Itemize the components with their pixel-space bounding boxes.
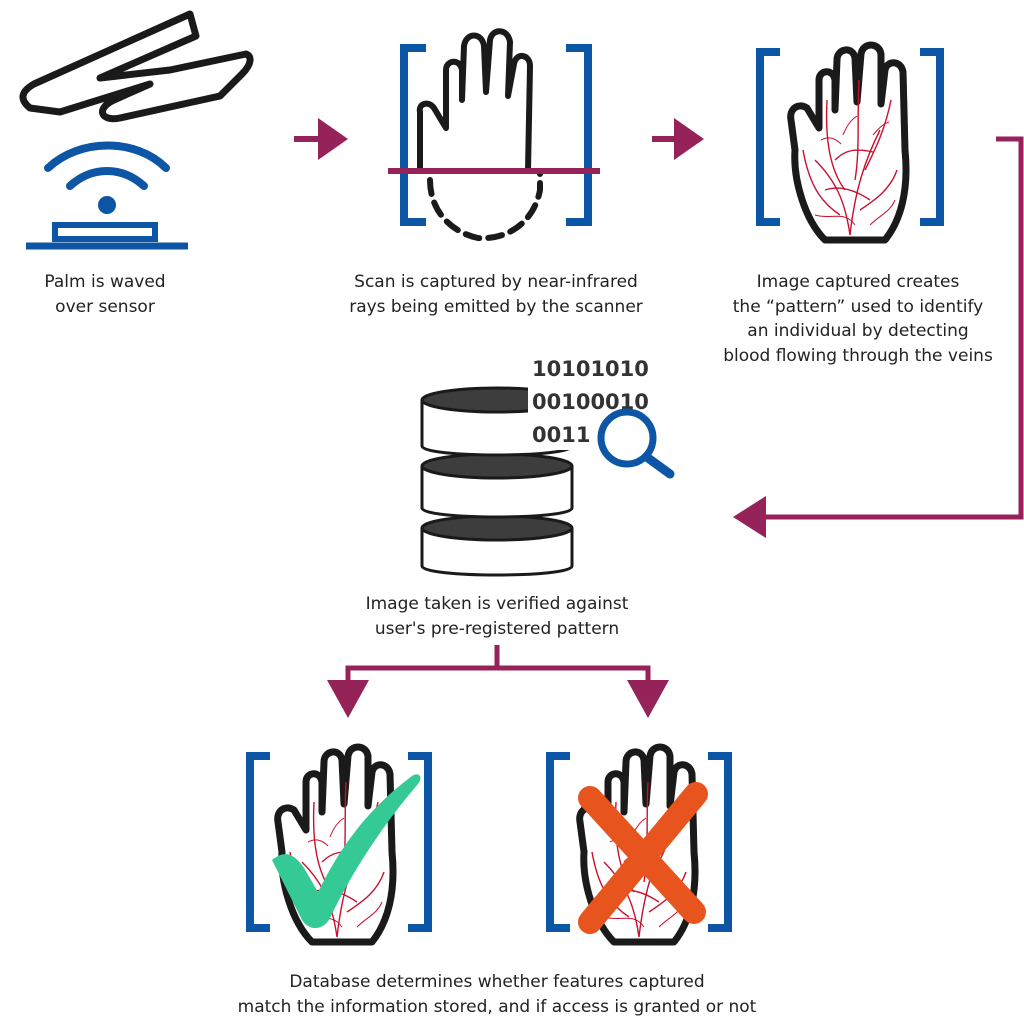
binary-line-1: 10101010 [532, 357, 649, 381]
hand-scan-icon [388, 31, 600, 238]
caption-line: Image captured creates [698, 270, 1018, 295]
caption-line: over sensor [0, 295, 210, 320]
hand-over-sensor-icon [23, 14, 250, 246]
caption-line: Image taken is verified against [340, 592, 654, 617]
caption-line: user's pre-registered pattern [340, 617, 654, 642]
step2-caption: Scan is captured by near-infrared rays b… [330, 270, 662, 319]
caption-line: Scan is captured by near-infrared [330, 270, 662, 295]
caption-line: an individual by detecting [698, 319, 1018, 344]
caption-line: match the information stored, and if acc… [180, 995, 814, 1019]
step5-caption: Database determines whether features cap… [180, 970, 814, 1019]
access-denied-icon [550, 747, 728, 942]
sensor-base-icon [26, 225, 188, 246]
arrow-step2-to-step3 [652, 118, 704, 160]
access-granted-icon [250, 747, 428, 942]
step4-caption: Image taken is verified against user's p… [340, 592, 654, 641]
caption-line: Palm is waved [0, 270, 210, 295]
caption-line: blood flowing through the veins [698, 344, 1018, 369]
binary-line-3: 0011 [532, 423, 590, 447]
hand-outline-icon [23, 14, 250, 119]
palm-vein-pattern-icon [760, 45, 940, 240]
step1-caption: Palm is waved over sensor [0, 270, 210, 319]
caption-line: Database determines whether features cap… [180, 970, 814, 995]
step3-caption: Image captured creates the “pattern” use… [698, 270, 1018, 368]
database-search-icon: 10101010 00100010 0011 [422, 355, 670, 575]
arrow-step4-to-results [327, 645, 669, 718]
caption-line: the “pattern” used to identify [698, 295, 1018, 320]
caption-line: rays being emitted by the scanner [330, 295, 662, 320]
wireless-signal-icon [48, 146, 166, 187]
magnifier-icon [601, 412, 670, 474]
arrow-step1-to-step2 [294, 118, 348, 160]
sensor-dot-icon [98, 196, 116, 214]
scanned-hand-icon [420, 31, 540, 238]
